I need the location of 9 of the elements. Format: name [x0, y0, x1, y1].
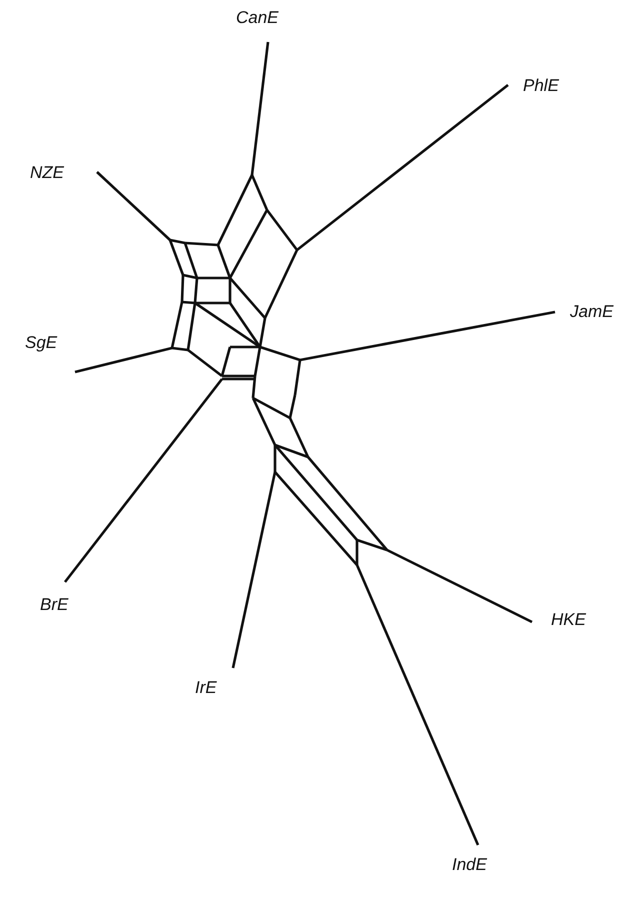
variety-label: JamE	[570, 302, 614, 322]
variety-label: CanE	[236, 8, 279, 28]
variety-label: NZE	[30, 163, 64, 183]
variety-label: HKE	[551, 610, 586, 630]
variety-label: PhlE	[523, 76, 559, 96]
variety-label: SgE	[25, 333, 58, 353]
variety-label: IrE	[195, 678, 217, 698]
variety-label: IndE	[452, 855, 487, 875]
variety-label: BrE	[40, 595, 68, 615]
